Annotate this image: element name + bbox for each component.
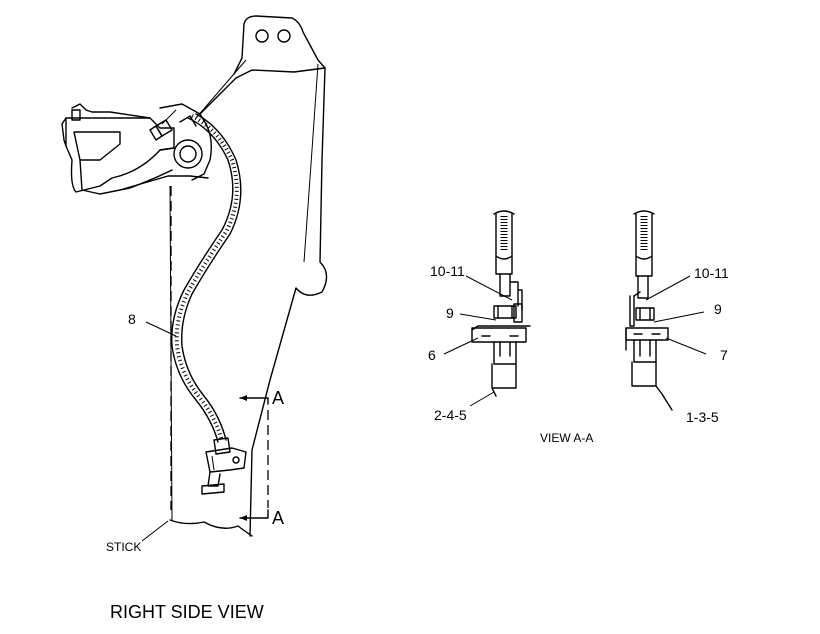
section-mark-top: A <box>272 388 284 408</box>
hose-8-label: 8 <box>128 311 136 327</box>
pin-bracket-assembly <box>61 103 213 195</box>
left-washer-leader <box>459 313 497 321</box>
hose-8-leader <box>145 321 177 337</box>
left-hose-parts-label: 2-4-5 <box>434 407 467 423</box>
right-washer-label: 9 <box>714 301 722 317</box>
left-clamp-bolt-leader <box>465 275 513 301</box>
right-washer-leader <box>653 311 705 323</box>
section-line-a-a <box>239 395 269 521</box>
right-side-view-title: RIGHT SIDE VIEW <box>110 602 264 622</box>
section-mark-bottom: A <box>272 508 284 528</box>
left-hose-parts-leader <box>469 391 495 407</box>
left-clamp-bolt-label: 10-11 <box>430 263 465 279</box>
view-aa-title: VIEW A-A <box>540 431 593 445</box>
stick-structure <box>141 15 328 542</box>
left-bracket-label: 6 <box>428 347 436 363</box>
view-aa-left-detail <box>471 210 531 397</box>
right-hose-parts-label: 1-3-5 <box>686 409 719 425</box>
stick-label: STICK <box>106 540 141 554</box>
right-clamp-bolt-leader <box>645 275 691 301</box>
right-bracket-label: 7 <box>720 347 728 363</box>
left-washer-label: 9 <box>446 305 454 321</box>
right-bracket-leader <box>665 337 707 355</box>
view-aa-right-detail <box>625 210 673 411</box>
right-clamp-bolt-label: 10-11 <box>694 265 729 281</box>
hose-8 <box>171 59 247 495</box>
left-bracket-leader <box>443 337 479 355</box>
